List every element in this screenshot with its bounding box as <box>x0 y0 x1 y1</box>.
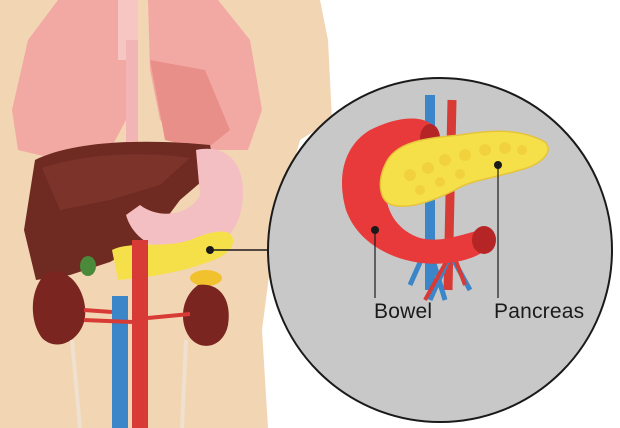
left-lung <box>12 0 128 160</box>
adrenal-gland <box>190 270 222 286</box>
pancreas-label: Pancreas <box>494 300 585 323</box>
leader-line-dot-icon <box>206 246 214 254</box>
pancreas-lobules <box>404 142 527 195</box>
pancreas-pointer-dot <box>494 161 502 169</box>
gallbladder <box>80 256 96 276</box>
zoom-bowel-opening-bottom <box>472 226 496 254</box>
renal-vessels-left <box>83 308 133 324</box>
bowel-pointer-dot <box>371 226 379 234</box>
right-kidney <box>182 284 229 346</box>
aorta <box>132 240 148 428</box>
zoom-bowel <box>341 118 494 264</box>
renal-vessels-right <box>147 312 191 320</box>
ureter-left <box>70 339 82 428</box>
stomach <box>126 148 244 254</box>
heart-shadow <box>150 60 230 150</box>
vena-cava <box>112 296 128 428</box>
bowel-label: Bowel <box>374 300 433 323</box>
left-kidney <box>32 271 86 345</box>
liver-highlight <box>42 154 190 210</box>
ureter-right <box>180 339 188 428</box>
